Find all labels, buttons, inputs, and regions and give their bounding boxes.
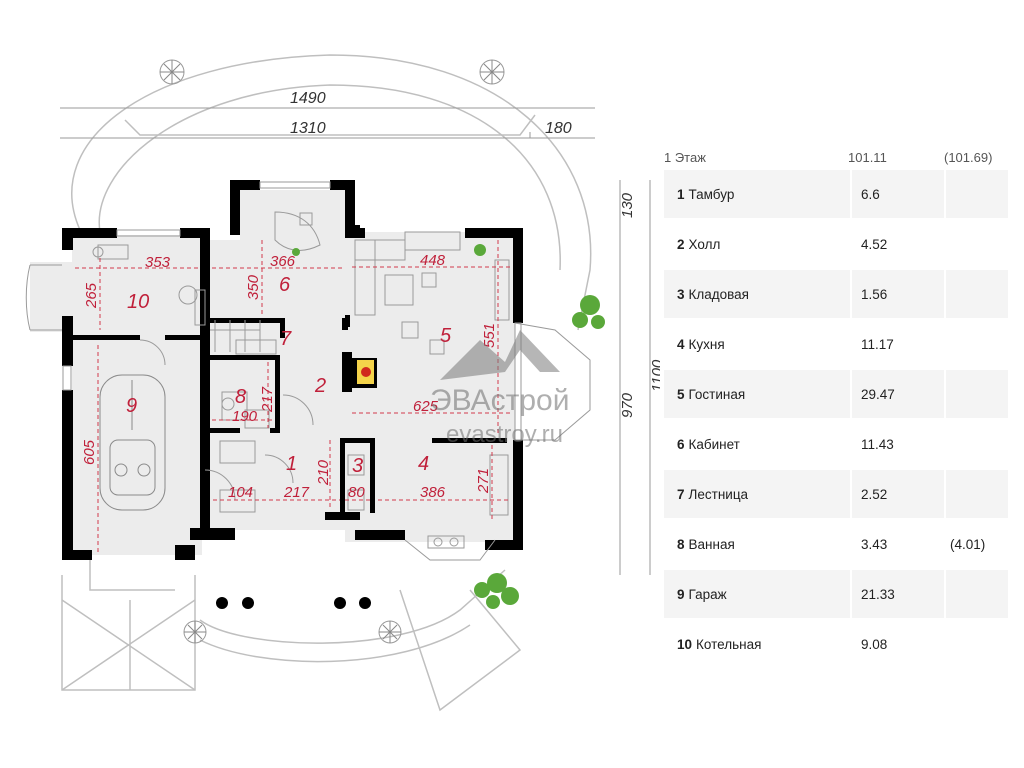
row-number: 2 (677, 237, 685, 252)
row-number: 3 (677, 287, 685, 302)
room-number-3: 3 (352, 455, 363, 477)
row-number: 5 (677, 387, 685, 402)
room-dim-4-width: 386 (420, 484, 446, 501)
row-name: Кабинет (688, 437, 740, 452)
room-number-1: 1 (286, 453, 297, 475)
room-number-9: 9 (126, 395, 137, 417)
row-number: 8 (677, 537, 685, 552)
dim-total-width: 1490 (290, 90, 326, 107)
row-number: 7 (677, 487, 685, 502)
row-area-alt: (4.01) (950, 537, 986, 552)
watermark-logo: ЭВАстрой evastroy.ru (430, 330, 569, 448)
fixtures (25, 181, 591, 561)
row-name: Тамбур (688, 187, 735, 202)
row-number: 4 (677, 337, 685, 352)
room-dim-6-width: 366 (270, 253, 296, 270)
row-area: 11.43 (861, 437, 894, 452)
shrub-icon (292, 244, 605, 609)
room-dim-1-a: 104 (228, 484, 253, 501)
dim-right-mid: 970 (619, 392, 636, 418)
row-area: 11.17 (861, 337, 894, 352)
row-number: 10 (677, 637, 693, 652)
dim-main-width: 1310 (290, 120, 326, 137)
room-dim-3-width: 80 (348, 484, 365, 501)
row-area: 6.6 (861, 187, 880, 202)
row-area: 3.43 (861, 537, 888, 552)
row-area: 29.47 (861, 387, 895, 402)
header-floor: 1 Этаж (664, 150, 706, 165)
watermark-brand: ЭВАстрой (430, 384, 569, 417)
row-name: Котельная (696, 637, 762, 652)
room-dim-10-width: 353 (145, 254, 171, 271)
plant-icon (159, 59, 185, 85)
row-area: 21.33 (861, 587, 895, 602)
room-dim-1-c: 210 (315, 459, 332, 486)
dim-right-total: 1100 (649, 359, 660, 392)
room-dim-5-height: 551 (481, 323, 498, 348)
room-dim-6-height: 350 (245, 274, 262, 300)
room-dim-10-height: 265 (83, 282, 100, 309)
room-dim-4-height: 271 (475, 468, 492, 494)
room-dim-8-height: 217 (259, 386, 276, 413)
room-dim-9-height: 605 (81, 439, 98, 465)
room-dimension-lines (75, 240, 512, 555)
room-number-5: 5 (440, 325, 452, 347)
row-name: Кладовая (688, 287, 749, 302)
room-dim-5-width: 448 (420, 252, 446, 269)
plant-icon (183, 620, 207, 644)
dim-right-top: 130 (619, 192, 636, 218)
row-area: 9.08 (861, 637, 888, 652)
plant-icon (378, 620, 402, 644)
header-area: 101.11 (848, 150, 887, 165)
row-number: 6 (677, 437, 685, 452)
room-number-4: 4 (418, 453, 429, 475)
room-dim-1-b: 217 (283, 484, 310, 501)
room-dim-8-width: 190 (232, 408, 258, 425)
row-name: Лестница (688, 487, 749, 502)
room-number-10: 10 (127, 291, 149, 313)
room-number-6: 6 (279, 274, 291, 296)
row-number: 1 (677, 187, 685, 202)
room-dim-5-bottom: 625 (413, 398, 439, 415)
row-number: 9 (677, 587, 685, 602)
header-area-alt: (101.69) (944, 150, 993, 165)
row-area: 4.52 (861, 237, 888, 252)
row-area: 1.56 (861, 287, 888, 302)
row-name: Ванная (688, 537, 735, 552)
walls (62, 180, 523, 560)
fireplace-icon (352, 358, 377, 388)
room-number-8: 8 (235, 386, 246, 408)
row-name: Кухня (688, 337, 725, 352)
watermark-site: evastroy.ru (446, 421, 563, 448)
entrance-columns (216, 597, 371, 609)
table-header: 1 Этаж 101.11 (101.69) (662, 146, 1012, 170)
plant-icon (479, 59, 505, 85)
dimension-lines (60, 107, 651, 575)
floor-area (30, 190, 515, 555)
row-name: Гараж (688, 587, 727, 602)
row-name: Холл (688, 237, 721, 252)
room-number-7: 7 (280, 328, 292, 350)
floor-plan: 1490 1310 180 130 970 1100 (25, 54, 660, 712)
row-area: 2.52 (861, 487, 888, 502)
car-icon (99, 374, 166, 511)
row-name: Гостиная (688, 387, 746, 402)
dim-extra-width: 180 (545, 120, 572, 137)
room-number-2: 2 (314, 375, 326, 397)
